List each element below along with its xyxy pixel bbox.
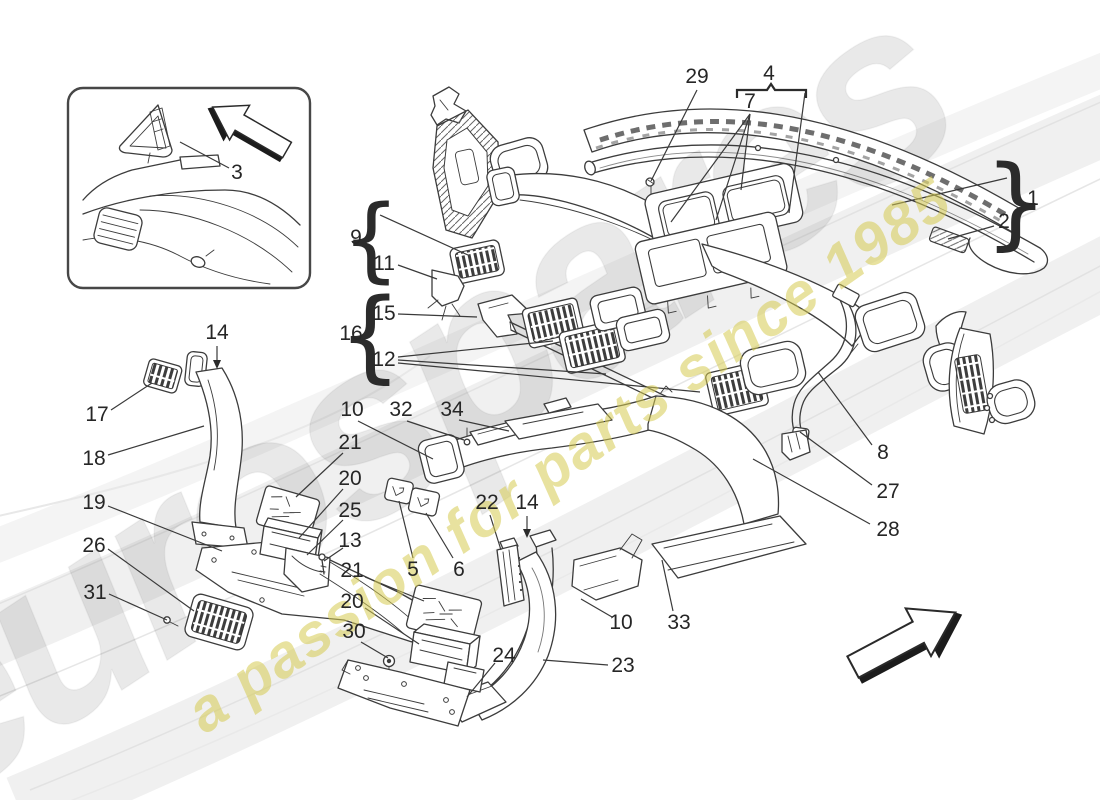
leader-lines — [107, 89, 1008, 698]
part-10-outlet — [571, 533, 643, 601]
leader-line-12 — [397, 362, 701, 393]
leader-line-18 — [107, 425, 205, 456]
leader-line-34 — [458, 419, 510, 432]
leader-line-19 — [107, 505, 223, 552]
door-vent-grille — [93, 207, 143, 251]
leader-line-30 — [360, 641, 389, 659]
part-33-duct — [647, 395, 807, 579]
leader-line-7 — [670, 113, 751, 223]
leader-line-27 — [799, 431, 873, 486]
inset-direction-arrow-icon — [207, 104, 293, 163]
leader-line-17 — [110, 382, 153, 411]
leader-line-5 — [398, 500, 414, 559]
leader-line-6 — [425, 512, 454, 559]
center-module-group — [319, 561, 485, 727]
leader-line-22 — [489, 514, 502, 551]
part-27-bracket — [781, 429, 811, 461]
vent-rail-assembly — [509, 286, 807, 442]
part-26-vent — [184, 593, 254, 651]
leader-line-21 — [364, 576, 425, 602]
part-24-bracket — [337, 659, 471, 727]
leader-line-11 — [397, 264, 438, 280]
leader-line-33 — [661, 559, 674, 612]
leader-line-29 — [650, 89, 698, 182]
part-32-pin — [463, 438, 471, 446]
leader-line-1 — [891, 177, 1008, 206]
part-3-corner-vent — [118, 104, 173, 164]
leader-line-3 — [179, 141, 230, 169]
leader-line-7 — [740, 113, 751, 191]
bracket-4 — [735, 82, 808, 98]
part-22-column — [496, 537, 525, 607]
part-11-bracket — [427, 269, 465, 321]
svg-text:{: { — [338, 277, 402, 394]
right-trim-panels — [922, 310, 1036, 435]
leader-line-23 — [542, 659, 609, 666]
left-duct-assembly — [143, 350, 431, 651]
center-duct — [417, 395, 669, 484]
leader-line-12 — [397, 359, 607, 375]
part-13-screw — [318, 553, 326, 561]
part-2-end-piece — [928, 226, 970, 254]
svg-text:{: { — [342, 186, 401, 293]
leader-line-10 — [357, 420, 434, 460]
leader-line-15 — [397, 313, 478, 318]
part-15-bracket — [477, 294, 532, 338]
view-direction-arrow-icon — [846, 607, 963, 684]
leader-line-12 — [397, 340, 554, 358]
leader-line-2 — [947, 225, 995, 240]
leader-line-20 — [298, 488, 344, 539]
dashboard-rail-assembly — [583, 108, 1049, 275]
leader-line-25 — [306, 519, 344, 556]
side-trim-panel — [430, 86, 549, 239]
leader-line-13 — [323, 547, 344, 562]
leader-line-31 — [108, 593, 168, 621]
pointer-arrowhead-14 — [213, 360, 221, 369]
part-29-screw — [645, 177, 655, 187]
svg-text:}: } — [984, 144, 1048, 261]
part-34-flat-duct — [504, 397, 613, 440]
leader-line-4 — [788, 92, 806, 214]
inset-panel — [66, 86, 312, 290]
leader-line-24 — [466, 662, 496, 698]
pointer-arrowhead-14 — [523, 529, 531, 538]
leader-line-10 — [580, 598, 613, 618]
leader-line-7 — [715, 113, 751, 221]
grouping-braces: { { } — [338, 82, 1048, 394]
leader-line-26 — [107, 548, 195, 612]
leader-line-8 — [817, 371, 873, 446]
leader-line-32 — [406, 420, 465, 441]
leader-line-28 — [752, 458, 871, 525]
leader-line-20 — [364, 607, 420, 645]
leader-line-9 — [379, 214, 469, 256]
leader-line-21 — [295, 452, 344, 498]
part-6-vent — [407, 487, 441, 517]
